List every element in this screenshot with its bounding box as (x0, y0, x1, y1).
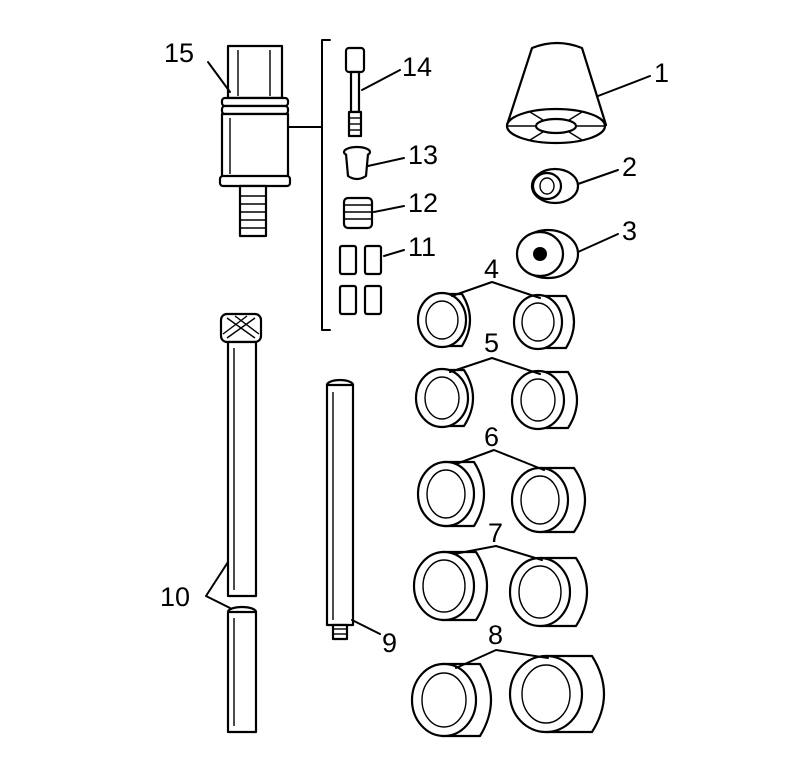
callout-9: 9 (382, 628, 397, 658)
callout-2: 2 (622, 152, 637, 182)
part-10-long-rod (219, 312, 263, 734)
callout-8: 8 (488, 620, 503, 650)
part-15-installer-body (218, 44, 292, 238)
callout-14: 14 (402, 52, 432, 82)
part-6-bushing-pair (416, 460, 586, 534)
kit-bracket (287, 39, 331, 331)
callout-13: 13 (408, 140, 438, 170)
callout-11: 11 (408, 232, 436, 262)
part-12-spring (342, 196, 374, 230)
part-11-small-bushings (338, 244, 383, 316)
callout-labels: 15 14 13 12 11 1 2 3 4 5 6 7 8 9 10 (160, 38, 669, 658)
callout-10: 10 (160, 582, 190, 612)
callout-1: 1 (654, 58, 669, 88)
part-14-pin (344, 46, 366, 138)
part-4-bushing-pair (416, 291, 576, 351)
callout-5: 5 (484, 328, 499, 358)
callout-12: 12 (408, 188, 438, 218)
callout-7: 7 (488, 518, 503, 548)
part-2-washer (530, 167, 580, 205)
part-5-bushing-pair (414, 367, 579, 431)
part-7-bushing-pair (412, 550, 588, 628)
part-13-sleeve (342, 145, 372, 181)
part-9-short-rod (325, 378, 355, 641)
callout-6: 6 (484, 422, 499, 452)
part-3-disc (515, 228, 580, 280)
callout-3: 3 (622, 216, 637, 246)
callout-15: 15 (164, 38, 194, 68)
part-1-cone (505, 41, 608, 145)
part-8-bushing-pair (410, 654, 606, 738)
callout-4: 4 (484, 254, 499, 284)
leader-lines (205, 61, 651, 669)
